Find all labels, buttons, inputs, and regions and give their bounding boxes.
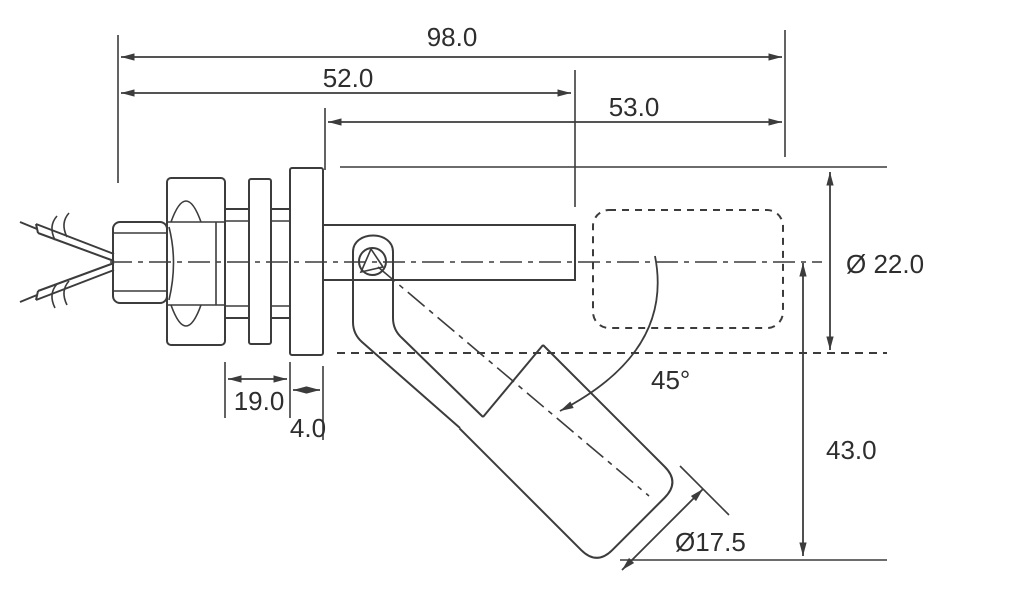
wire-lower	[19, 262, 115, 309]
label-total-length: 98.0	[427, 22, 478, 52]
label-float-section: 53.0	[609, 92, 660, 122]
cable-housing-detail	[113, 232, 167, 292]
label-swing-angle: 45°	[651, 365, 690, 395]
hex-nut	[166, 177, 226, 346]
label-envelope-diameter: Ø 22.0	[846, 249, 924, 279]
label-drop-height: 43.0	[826, 435, 877, 465]
pivot-bracket	[352, 234, 461, 429]
stem-tube	[323, 224, 576, 281]
threaded-shaft	[225, 208, 290, 319]
label-float-diameter: Ø17.5	[675, 527, 746, 557]
wire-upper	[19, 212, 115, 262]
mounting-flange	[289, 167, 324, 356]
wire-break-icon	[51, 280, 70, 309]
label-flange-thickness: 4.0	[290, 413, 326, 443]
lock-washer	[248, 178, 272, 345]
dim-float-diameter-line	[621, 488, 704, 571]
extension-lines	[117, 30, 786, 516]
label-thread-length: 19.0	[234, 386, 285, 416]
pivot-pin-triangle-icon	[359, 247, 385, 274]
swing-angle-arc	[559, 255, 659, 412]
float-arm-inner-edge	[392, 317, 484, 418]
float-body	[458, 344, 674, 559]
wire-break-icon	[51, 212, 70, 241]
float-alternate-position-outline	[592, 209, 784, 329]
hex-nut-facets	[167, 200, 225, 327]
label-body-length: 52.0	[323, 63, 374, 93]
pivot-pin-icon	[358, 247, 387, 276]
float-end-face	[482, 344, 544, 418]
